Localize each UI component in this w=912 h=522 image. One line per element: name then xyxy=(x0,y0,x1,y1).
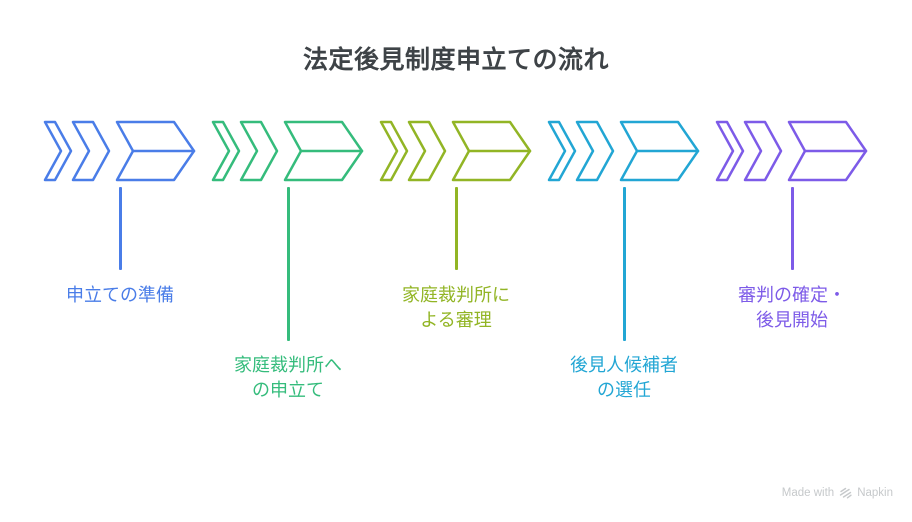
step-label: 家庭裁判所による審理 xyxy=(346,283,566,333)
step-label-line: よる審理 xyxy=(420,310,492,330)
step-label-line: 後見開始 xyxy=(756,310,828,330)
step-label: 後見人候補者の選任 xyxy=(514,353,734,403)
connector-line xyxy=(622,187,626,341)
chevron-small-shape xyxy=(547,120,577,182)
chevron-arrow-icon xyxy=(211,120,364,182)
chevron-arrow-icon xyxy=(547,120,700,182)
napkin-watermark[interactable]: Made with Napkin xyxy=(782,486,893,500)
napkin-logo-icon xyxy=(839,487,852,498)
chevron-small-shape xyxy=(379,120,409,182)
connector-line xyxy=(790,187,794,270)
watermark-text: Made with xyxy=(781,487,835,499)
step-label-line: 家庭裁判所に xyxy=(402,285,510,305)
chevron-small-shape xyxy=(43,120,73,182)
connector-line xyxy=(286,187,290,341)
step-label: 家庭裁判所への申立て xyxy=(178,353,398,403)
chevron-medium-shape xyxy=(239,120,279,182)
watermark-brand: Napkin xyxy=(857,487,893,499)
step-label-line: 審判の確定・ xyxy=(738,285,846,305)
connector-line xyxy=(454,187,458,270)
step-label-line: 後見人候補者 xyxy=(570,355,678,375)
chevron-medium-shape xyxy=(71,120,111,182)
chevron-arrow-icon xyxy=(715,120,868,182)
chevron-small-shape xyxy=(715,120,745,182)
diagram-title: 法定後見制度申立ての流れ xyxy=(302,46,609,74)
step-label: 審判の確定・後見開始 xyxy=(682,283,902,333)
step-label-line: 申立ての準備 xyxy=(66,285,174,305)
chevron-arrow-icon xyxy=(379,120,532,182)
step-label-line: 家庭裁判所へ xyxy=(234,355,342,375)
chevron-medium-shape xyxy=(743,120,783,182)
step-label: 申立ての準備 xyxy=(10,283,230,308)
connector-line xyxy=(118,187,122,270)
step-label-line: の選任 xyxy=(597,380,651,400)
chevron-medium-shape xyxy=(407,120,447,182)
chevron-arrow-icon xyxy=(43,120,196,182)
step-label-line: の申立て xyxy=(252,380,324,400)
chevron-small-shape xyxy=(211,120,241,182)
chevron-medium-shape xyxy=(575,120,615,182)
